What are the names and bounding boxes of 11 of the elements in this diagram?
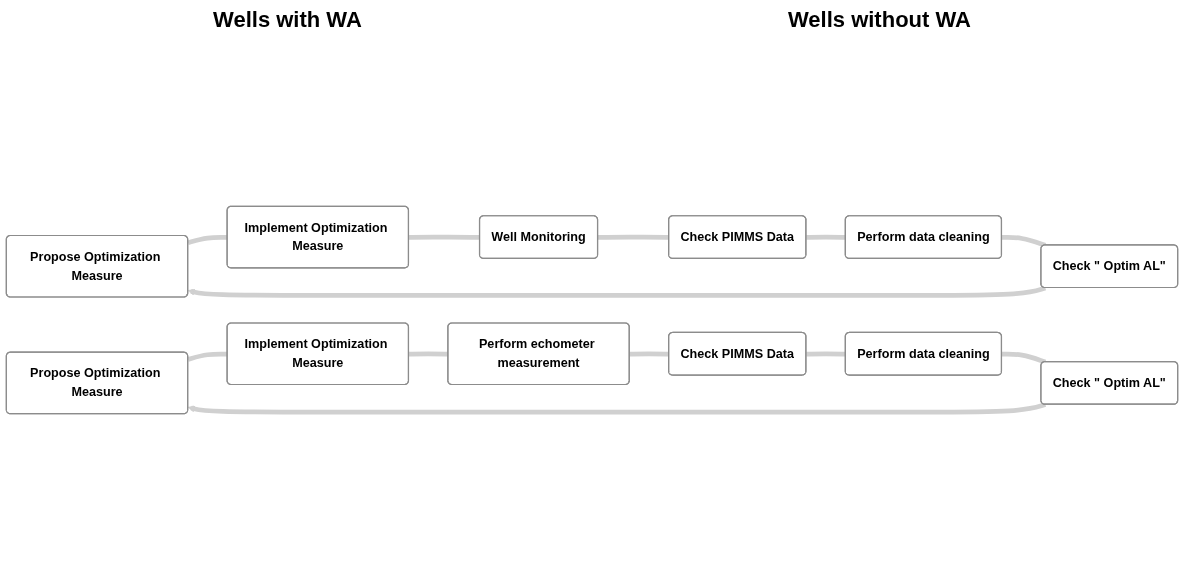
connector: [187, 234, 228, 245]
connector: [408, 234, 480, 240]
diagram-heading: Wells without WA: [787, 7, 971, 33]
arrow: [187, 402, 1047, 415]
arrow: [187, 285, 1047, 298]
connector: [187, 351, 228, 362]
connector: [806, 234, 846, 240]
connector: [1001, 235, 1047, 248]
diagram-heading: Wells with WA: [213, 7, 362, 33]
connector: [806, 351, 846, 357]
connector: [1001, 351, 1047, 365]
